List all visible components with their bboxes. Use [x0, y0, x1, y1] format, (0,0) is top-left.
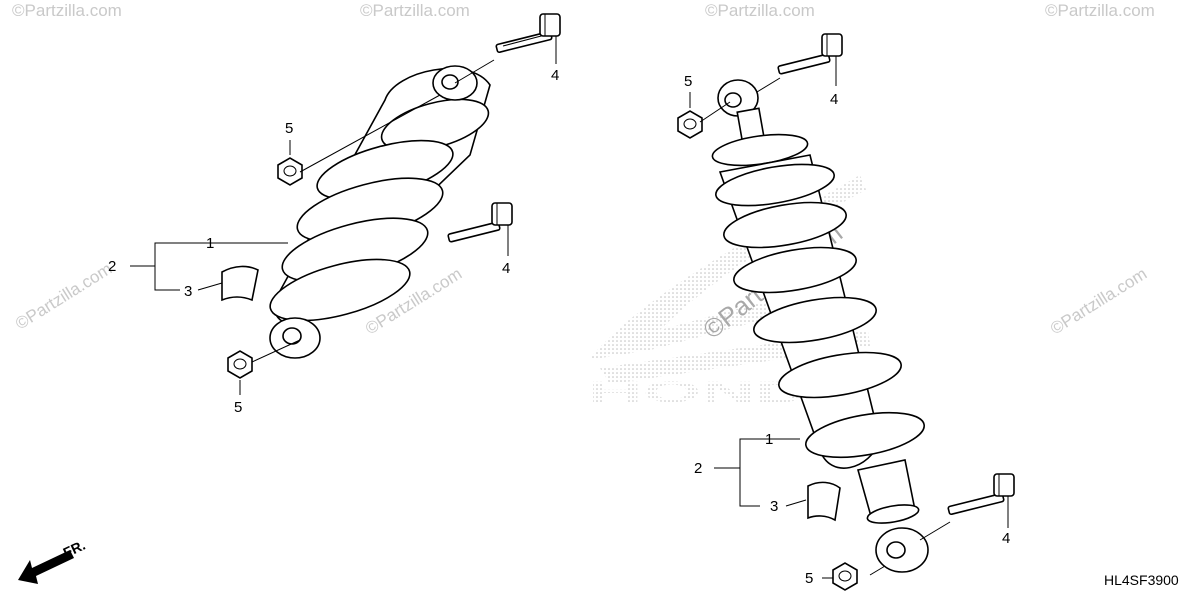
label-sticker-icon: [221, 265, 259, 302]
callout-nut: 5: [234, 399, 242, 416]
callout-nut: 5: [805, 570, 813, 587]
callout-shock: 1: [765, 431, 773, 448]
bolt-icon: [447, 202, 513, 243]
callout-bolt: 4: [1002, 530, 1010, 547]
direction-label: FR.: [61, 537, 88, 561]
watermark-text: ©Partzilla.com: [360, 1, 470, 20]
leader-lines: [130, 36, 557, 395]
watermark-text: ©Partzilla.com: [1047, 264, 1150, 338]
bolt-icon: [777, 33, 843, 75]
leader-lines: [689, 56, 1009, 579]
callout-label: 3: [770, 498, 778, 515]
left-shock-assembly: 4 4 5 5 1 2 3: [108, 13, 561, 416]
callout-shock: 1: [206, 235, 214, 252]
nut-icon: [677, 110, 703, 139]
callout-shock-set: 2: [108, 258, 116, 275]
label-sticker-icon: [807, 481, 841, 522]
watermark-text: ©Partzilla.com: [12, 1, 122, 20]
watermark-text: ©Partzilla.com: [12, 259, 115, 333]
nut-icon: [227, 350, 253, 379]
diagram-code: HL4SF3900: [1104, 572, 1179, 588]
nut-icon: [832, 562, 858, 591]
callout-bolt: 4: [551, 67, 559, 84]
callout-label: 3: [184, 283, 192, 300]
callout-bolt: 4: [502, 260, 510, 277]
front-direction-arrow-icon: FR.: [18, 537, 88, 584]
watermark-text: ©Partzilla.com: [705, 1, 815, 20]
bolt-icon: [495, 13, 561, 54]
bolt-icon: [947, 473, 1015, 516]
watermark-text: ©Partzilla.com: [1045, 1, 1155, 20]
callout-bolt: 4: [830, 91, 838, 108]
callout-nut: 5: [684, 73, 692, 90]
shock-absorber-icon: [711, 79, 929, 573]
callout-shock-set: 2: [694, 460, 702, 477]
right-shock-assembly: 5 4 1 2 3 4 5: [677, 33, 1015, 591]
callout-nut: 5: [285, 120, 293, 137]
nut-icon: [277, 157, 303, 186]
